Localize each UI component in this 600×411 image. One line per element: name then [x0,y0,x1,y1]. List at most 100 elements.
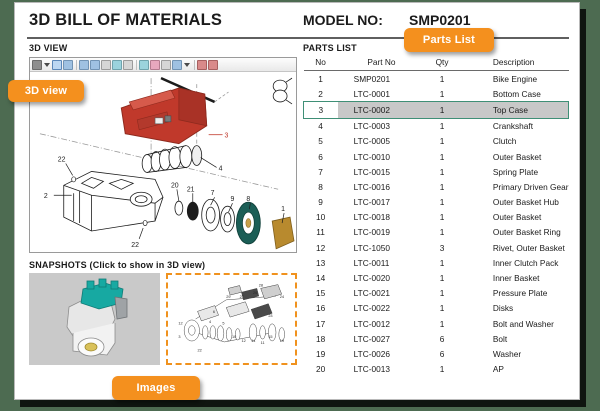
svg-text:4: 4 [209,320,212,324]
cell-desc: Bottom Case [492,88,541,99]
cell-qty: 6 [439,348,445,359]
column-header-no[interactable]: No [303,55,338,71]
svg-text:10: 10 [232,335,236,339]
column-header-qty[interactable]: Qty [425,55,459,71]
view3d-caption: 3D VIEW [29,43,68,53]
svg-text:5: 5 [222,322,224,326]
save-dropdown-caret[interactable] [44,62,50,67]
view-iso-icon[interactable] [150,59,160,70]
part-20-ring [174,200,184,216]
measure-icon[interactable] [197,59,207,70]
cell-pn: LTC-0010 [353,151,390,162]
column-header-description[interactable]: Description [458,55,569,71]
callout-4: 4 [219,165,223,172]
cell-qty: 1 [439,303,445,314]
badge-3d-view[interactable]: 3D view [8,80,84,102]
part-8-driven-gear [236,201,261,245]
badge-images[interactable]: Images [112,376,200,400]
engine-exploded-drawing: 3 4 [39,76,295,250]
cell-no: 17 [315,318,326,329]
cell-no: 1 [318,73,323,84]
save-icon[interactable] [32,59,42,70]
cell-qty: 1 [439,181,445,192]
cell-qty: 3 [439,242,445,253]
svg-text:3: 3 [178,335,180,339]
svg-text:29: 29 [226,295,230,299]
cell-pn: LTC-0012 [353,318,390,329]
badge-parts-list[interactable]: Parts List [404,28,494,52]
model-no-value: SMP0201 [409,12,471,28]
cell-no: 2 [318,88,323,99]
svg-text:6: 6 [213,310,215,314]
zoom-icon[interactable] [101,59,111,70]
render-dropdown-caret[interactable] [184,62,190,67]
zoom-window-icon[interactable] [112,59,122,70]
svg-text:28: 28 [259,283,263,287]
zoom-fit-icon[interactable] [123,59,133,70]
cell-no: 5 [318,136,323,147]
snapshots-caption: SNAPSHOTS (Click to show in 3D view) [29,260,206,270]
cell-qty: 1 [439,273,445,284]
svg-text:11: 11 [261,341,265,345]
cell-no: 9 [318,197,323,208]
view3d-toolbar[interactable] [30,58,296,72]
svg-text:23: 23 [268,314,272,318]
cell-desc: Inner Basket [492,273,540,284]
render-wireframe-icon[interactable] [172,59,182,70]
cell-pn: LTC-0021 [353,288,390,299]
cell-no: 20 [315,364,326,375]
cell-no: 18 [315,333,326,344]
column-header-part-no[interactable]: Part No [337,55,426,71]
select-tool-icon[interactable] [52,59,62,70]
cell-desc: Outer Basket Ring [492,227,561,238]
cell-pn: LTC-0016 [353,181,390,192]
render-shaded-icon[interactable] [161,59,171,70]
cell-pn: LTC-0019 [353,227,390,238]
callout-20: 20 [171,182,179,189]
cell-qty: 1 [439,121,445,132]
callout-22-lower: 22 [131,242,139,249]
svg-text:15: 15 [268,335,272,339]
window-select-icon[interactable] [63,59,73,70]
svg-text:27: 27 [240,295,244,299]
svg-text:14: 14 [251,339,256,343]
table-header-row: No Part No Qty Description [303,55,569,71]
cell-qty: 1 [439,288,445,299]
cell-desc: Top Case [458,101,569,119]
parts-list-caption: PARTS LIST [303,43,357,53]
cell-pn: LTC-1050 [353,242,390,253]
cell-pn: LTC-0026 [353,348,390,359]
pan-icon[interactable] [79,59,89,70]
model-no-label: MODEL NO: [303,12,383,28]
view3d-canvas[interactable]: 3 4 [30,72,296,252]
view-front-icon[interactable] [139,59,149,70]
section-icon[interactable] [208,59,218,70]
snapshot-thumbnail-engine-assembly[interactable] [29,273,160,365]
view3d-panel[interactable]: 3 4 [29,57,297,253]
rotate-icon[interactable] [90,59,100,70]
